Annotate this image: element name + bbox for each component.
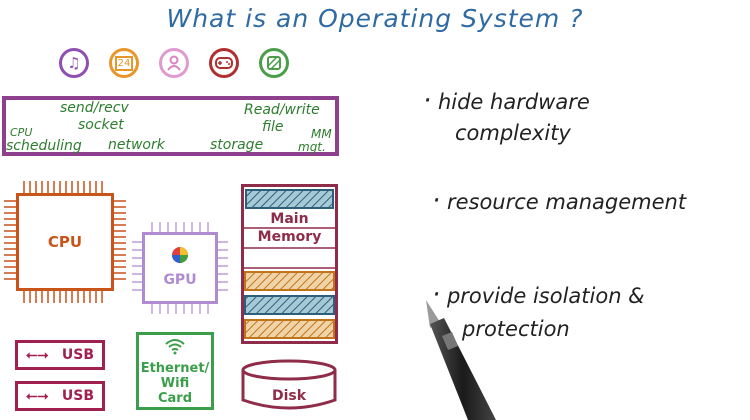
- diagram-title: What is an Operating System ?: [166, 4, 584, 33]
- os-socket-label: socket: [78, 117, 124, 133]
- ethernet-line-2: Wifi: [160, 376, 190, 391]
- usb-symbol-icon: ⭠⭢: [26, 347, 49, 363]
- pen-image: [426, 300, 496, 420]
- gpu-chip: [142, 232, 218, 304]
- cpu-chip: CPU: [16, 193, 114, 291]
- bullet-resource-management: · resource management: [432, 186, 687, 216]
- main-memory-column: [241, 184, 338, 344]
- cpu-label: CPU: [47, 233, 83, 251]
- os-mgt-label: mgt.: [298, 140, 326, 154]
- ethernet-line-1: Ethernet/: [140, 361, 210, 376]
- bullet-1-line-2: complexity: [455, 121, 571, 145]
- bullet-isolation-protection: · provide isolation &: [432, 280, 645, 310]
- os-read-write-label: Read/write: [244, 102, 320, 118]
- os-send-recv-label: send/recv: [60, 100, 129, 116]
- os-network-label: network: [108, 137, 165, 153]
- calendar-icon: 24: [109, 48, 139, 78]
- bullet-3-line-1: provide isolation &: [446, 284, 645, 308]
- bullet-1-line-1: hide hardware: [437, 90, 590, 114]
- os-storage-label: storage: [210, 137, 264, 153]
- gpu-pins: [132, 222, 228, 314]
- ethernet-wifi-card: Ethernet/ Wifi Card: [136, 332, 214, 410]
- cpu-pins: [4, 181, 126, 303]
- bullet-2-text: resource management: [446, 190, 687, 214]
- memory-cells: [243, 189, 336, 339]
- os-scheduling-label: scheduling: [6, 138, 82, 154]
- bullet-3-line-2: protection: [462, 317, 570, 341]
- os-cpu-label: CPU: [10, 126, 33, 139]
- bullet-hide-hardware: · hide hardware: [423, 86, 590, 116]
- music-note-icon: ♫: [59, 48, 89, 78]
- os-mm-label: MM: [311, 127, 332, 141]
- wifi-icon: [165, 339, 185, 355]
- ethernet-line-3: Card: [157, 391, 193, 406]
- gpu-color-wheel-icon: [172, 247, 188, 263]
- disk-label: Disk: [271, 388, 307, 404]
- no-entry-icon: [259, 48, 289, 78]
- gamepad-icon: [209, 48, 239, 78]
- gpu-label: GPU: [163, 272, 197, 288]
- usb-port-2: ⭠⭢ USB: [15, 381, 105, 411]
- usb-port-1: ⭠⭢ USB: [15, 340, 105, 370]
- memory-label: Memory: [257, 229, 322, 245]
- operating-system-layer: [2, 96, 339, 156]
- usb-label-1: USB: [61, 347, 94, 363]
- os-file-label: file: [262, 119, 284, 135]
- main-label: Main: [270, 211, 309, 227]
- person-icon: [159, 48, 189, 78]
- disk-cylinder: [241, 359, 337, 410]
- main-memory-label: Main Memory: [241, 210, 338, 246]
- usb-symbol-icon: ⭠⭢: [26, 388, 49, 404]
- usb-label-2: USB: [61, 388, 94, 404]
